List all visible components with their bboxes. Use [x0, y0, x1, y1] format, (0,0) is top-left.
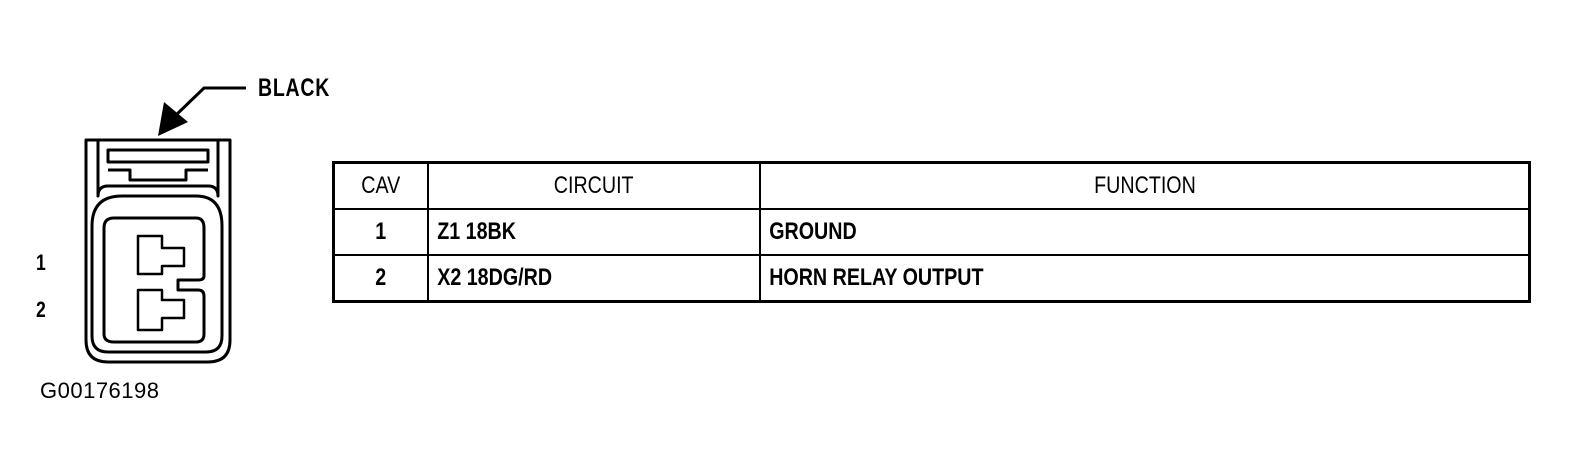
color-leader-arrow	[158, 86, 246, 136]
cell-function: GROUND	[759, 208, 1531, 256]
table-row: 1 Z1 18BK GROUND	[332, 208, 1531, 256]
header-cav: CAV	[332, 161, 429, 210]
cell-function: HORN RELAY OUTPUT	[759, 254, 1531, 303]
header-circuit: CIRCUIT	[427, 161, 761, 210]
pinout-table: CAV CIRCUIT FUNCTION 1 Z1 18BK GROUND 2 …	[332, 161, 1531, 303]
header-function: FUNCTION	[759, 161, 1531, 210]
connector-color-label: BLACK	[258, 74, 331, 102]
cell-cav: 1	[332, 208, 429, 256]
cell-circuit: Z1 18BK	[427, 208, 761, 256]
connector-housing	[84, 138, 232, 364]
cell-cav: 2	[332, 254, 429, 303]
figure-id: G00176198	[40, 378, 160, 403]
pin-number-2: 2	[36, 297, 46, 322]
table-header-row: CAV CIRCUIT FUNCTION	[332, 161, 1531, 210]
table-row: 2 X2 18DG/RD HORN RELAY OUTPUT	[332, 254, 1531, 303]
pin-number-1: 1	[36, 250, 46, 275]
cell-circuit: X2 18DG/RD	[427, 254, 761, 303]
